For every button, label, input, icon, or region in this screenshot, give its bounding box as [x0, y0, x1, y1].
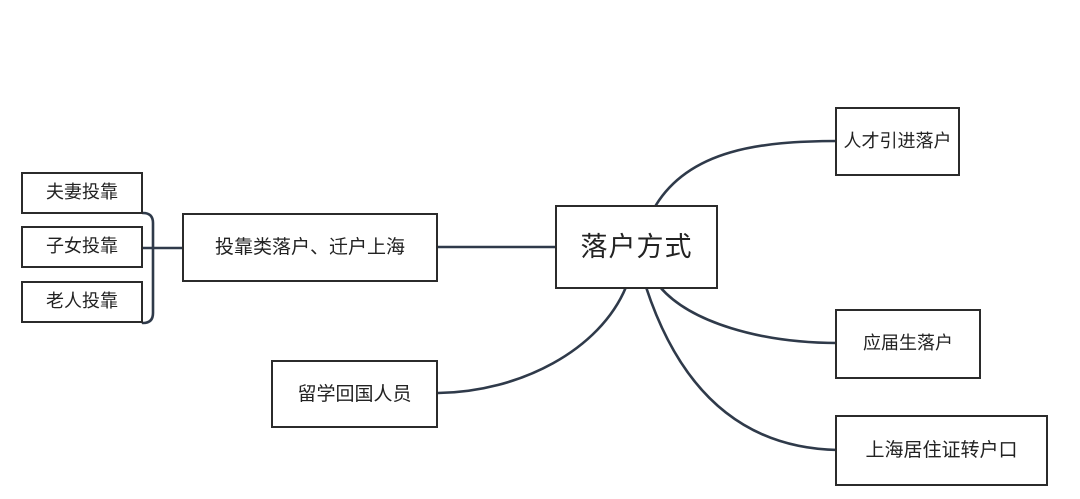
sub-branch-elderly-box: 老人投靠 — [21, 281, 143, 323]
branch-graduate-box: 应届生落户 — [835, 309, 981, 379]
connector-sub-branches — [141, 211, 185, 325]
branch-residence-permit-label: 上海居住证转户口 — [865, 439, 1018, 461]
sub-branch-spouse-box: 夫妻投靠 — [21, 172, 143, 214]
branch-talent-box: 人才引进落户 — [835, 107, 960, 176]
branch-talent-label: 人才引进落户 — [843, 130, 952, 152]
branch-dependent-label: 投靠类落户、迁户上海 — [214, 236, 405, 258]
sub-branch-children-box: 子女投靠 — [21, 226, 143, 268]
connector-to-graduate — [658, 285, 840, 345]
branch-residence-permit-box: 上海居住证转户口 — [835, 415, 1048, 486]
sub-branch-spouse-label: 夫妻投靠 — [46, 182, 118, 203]
sub-branch-elderly-label: 老人投靠 — [46, 291, 118, 312]
connector-to-talent — [654, 139, 840, 207]
branch-dependent-box: 投靠类落户、迁户上海 — [182, 213, 438, 282]
branch-returnee-box: 留学回国人员 — [271, 360, 438, 428]
sub-branch-children-label: 子女投靠 — [46, 236, 118, 257]
central-topic-box: 落户方式 — [555, 205, 718, 289]
branch-graduate-label: 应届生落户 — [863, 333, 953, 354]
branch-returnee-label: 留学回国人员 — [297, 382, 412, 405]
central-topic-label: 落户方式 — [580, 231, 693, 263]
connector-to-returnee — [436, 285, 628, 395]
connector-to-residence-permit — [644, 285, 840, 452]
